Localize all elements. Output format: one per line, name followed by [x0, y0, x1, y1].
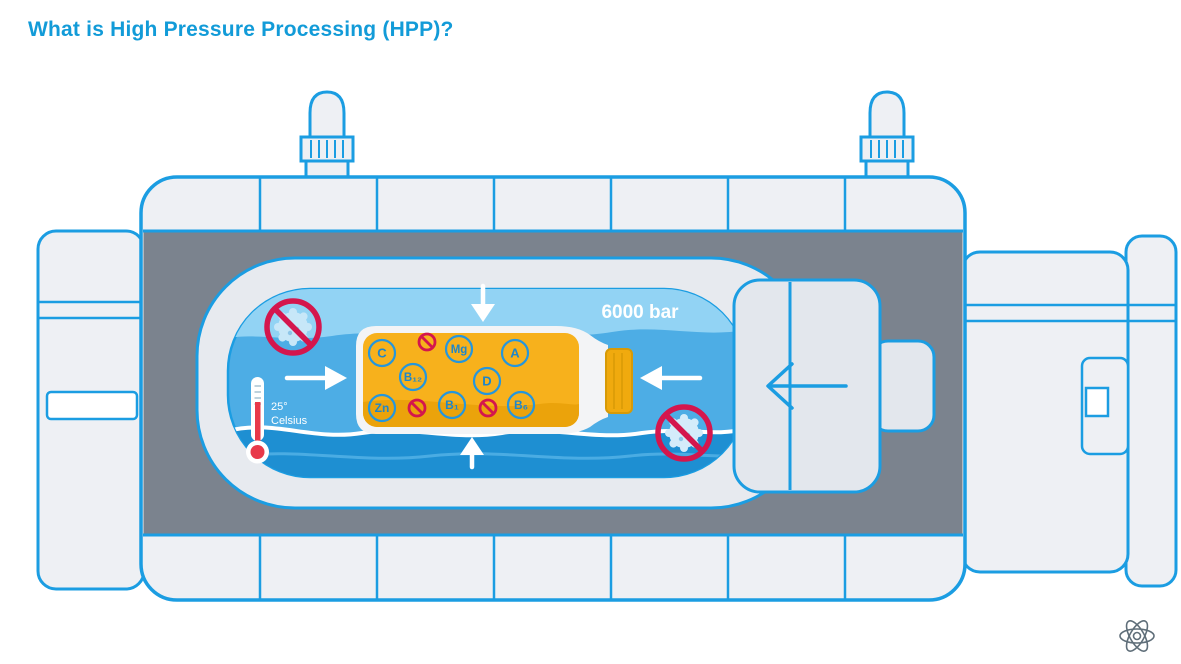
prohibition-icon: [417, 332, 437, 352]
pressure-value-label: 6000 bar: [601, 302, 679, 323]
valve-icon-left: [299, 90, 355, 180]
nutrient-badge: C: [367, 338, 397, 368]
nutrient-label: D: [482, 374, 491, 389]
left-slot: [45, 390, 139, 421]
nutrient-label: B₁: [445, 398, 459, 412]
right-port: [1084, 386, 1110, 418]
temperature-unit: Celsius: [271, 415, 308, 427]
nutrient-label: A: [510, 346, 520, 361]
side-panel-left: [36, 229, 146, 591]
nutrient-label: Mg: [451, 344, 468, 356]
nutrient-badge: Zn: [367, 393, 397, 423]
juice-bottle: C Mg A B₁₂ D Zn B₁ B₆: [356, 326, 633, 434]
temperature-value: 25°: [271, 401, 288, 413]
nutrient-badge: B₁: [437, 390, 467, 420]
mini-prohibition-icons: [407, 332, 498, 418]
bottle-cap: [605, 348, 633, 414]
nutrient-badge: B₆: [506, 390, 536, 420]
top-band-segments: [258, 178, 847, 230]
side-panel-right: [960, 234, 1178, 588]
nutrient-badge: A: [500, 338, 530, 368]
nutrient-label: B₆: [514, 398, 528, 412]
arrow-up-icon: [460, 437, 484, 470]
nutrient-badge: Mg: [444, 334, 474, 364]
page-title: What is High Pressure Processing (HPP)?: [28, 18, 454, 41]
piston-arrow-left-icon: [766, 362, 848, 410]
nutrient-label: B₁₂: [404, 372, 422, 384]
arrow-down-icon: [471, 283, 495, 322]
nutrient-label: C: [377, 346, 387, 361]
nutrient-badge: B₁₂: [398, 362, 428, 392]
prohibition-icon: [478, 398, 498, 418]
pressure-arrows: [284, 283, 703, 470]
bottom-band-segments: [258, 536, 847, 599]
nutrient-badge: D: [472, 366, 502, 396]
brand-logo: [1119, 620, 1155, 652]
bacteria-prohibition-icon-bottom: [655, 404, 713, 462]
valve-icon-right: [859, 90, 915, 180]
nutrient-label: Zn: [375, 401, 390, 415]
arrow-left-icon: [640, 366, 703, 390]
prohibition-icon: [407, 398, 427, 418]
arrow-right-icon: [284, 366, 347, 390]
nutrient-badges: C Mg A B₁₂ D Zn B₁ B₆: [367, 334, 536, 423]
bacteria-prohibition-icon-top: [264, 298, 322, 356]
piston: [732, 278, 936, 494]
thermometer-icon: 25° Celsius: [246, 377, 308, 464]
